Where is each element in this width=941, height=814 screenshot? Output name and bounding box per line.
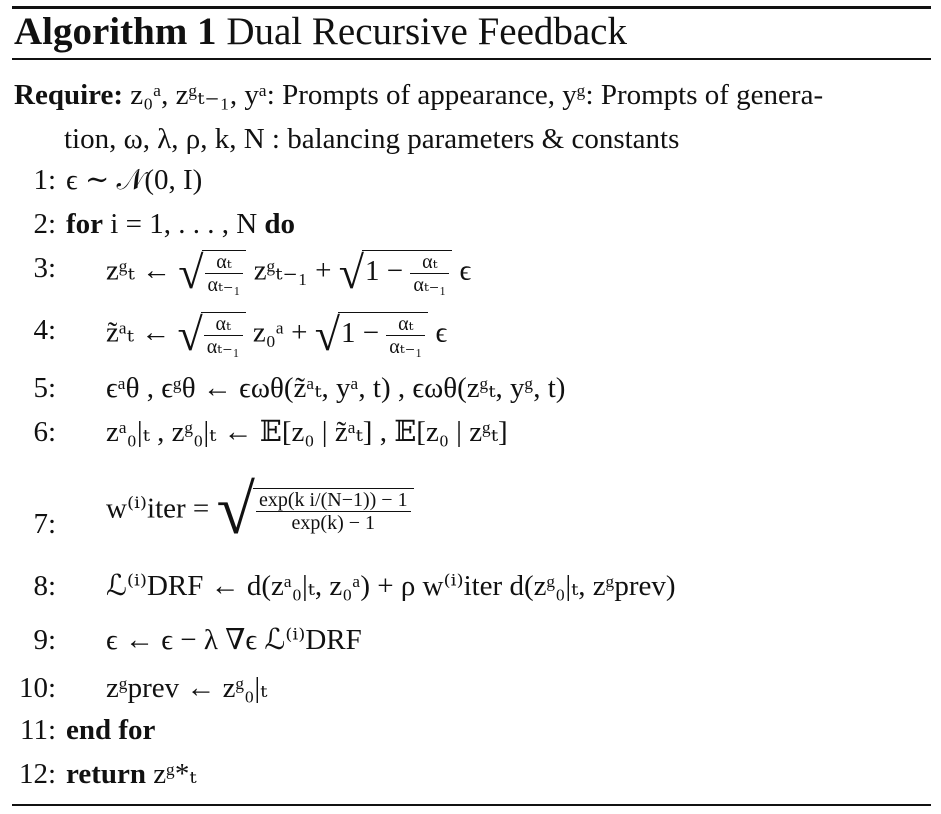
return-value: zᵍ*ₜ: [153, 758, 197, 790]
step-number: 4:: [33, 314, 56, 346]
step-number: 11:: [20, 714, 56, 746]
frac-numerator: αₜ: [216, 251, 232, 273]
loop-range: i = 1, . . . , N: [110, 208, 258, 240]
step-number: 3:: [33, 252, 56, 284]
step-number: 6:: [33, 416, 56, 448]
require-block: Require: z₀ᵃ, zᵍₜ₋₁, yᵃ: Prompts of appe…: [14, 73, 934, 161]
algorithm-name: Dual Recursive Feedback: [226, 10, 627, 53]
step-text: return zᵍ*ₜ: [66, 756, 197, 792]
header-rule: [12, 58, 931, 60]
step-number: 10:: [18, 672, 56, 704]
step-text: zᵃ₀|ₜ , zᵍ₀|ₜ ← 𝔼[z₀ | z̃ᵃₜ] , 𝔼[z₀ | zᵍ…: [106, 416, 508, 448]
frac-denominator: αₜ₋₁: [203, 335, 243, 358]
frac-denominator: αₜ₋₁: [386, 335, 426, 358]
step-number: 12:: [18, 758, 56, 790]
step-number: 8:: [33, 570, 56, 602]
do-keyword: do: [264, 208, 296, 240]
step-number: 9:: [33, 624, 56, 656]
bottom-rule: [12, 804, 931, 806]
step-text: for i = 1, . . . , N do: [66, 206, 295, 242]
lhs: w⁽ⁱ⁾iter =: [106, 492, 210, 525]
step-number: 2:: [33, 208, 56, 240]
frac-numerator: αₜ: [215, 313, 231, 335]
step-number: 1:: [33, 164, 56, 196]
top-rule: [12, 6, 931, 9]
frac-numerator: exp(k i/(N−1)) − 1: [258, 489, 408, 511]
lhs: z̃ᵃₜ ←: [106, 316, 171, 349]
step-number: 5:: [33, 372, 56, 404]
frac-denominator: exp(k) − 1: [255, 511, 411, 534]
frac-numerator: αₜ: [422, 251, 438, 273]
mid-term: z₀ᵃ +: [252, 316, 315, 349]
step-number: 7:: [33, 508, 56, 540]
frac-denominator: αₜ₋₁: [410, 273, 450, 296]
return-keyword: return: [66, 758, 147, 790]
tail: ϵ: [459, 254, 472, 287]
require-keyword: Require:: [14, 79, 124, 111]
require-text-line1: z₀ᵃ, zᵍₜ₋₁, yᵃ: Prompts of appearance, y…: [130, 79, 824, 111]
algorithm-label: Algorithm 1: [14, 10, 217, 53]
step-text: ℒ⁽ⁱ⁾DRF ← d(zᵃ₀|ₜ, z₀ᵃ) + ρ w⁽ⁱ⁾iter d(z…: [106, 570, 676, 602]
end-for-keyword: end for: [66, 714, 156, 746]
sqrt-sign: √: [177, 309, 203, 360]
frac-numerator: αₜ: [398, 313, 414, 335]
step-text: ϵ ∼ 𝒩(0, I): [66, 164, 203, 196]
step-text: end for: [66, 712, 155, 748]
step-text: ϵᵃθ , ϵᵍθ ← ϵωθ(z̃ᵃₜ, yᵃ, t) , ϵωθ(zᵍₜ, …: [106, 372, 566, 404]
step-text: zᵍprev ← zᵍ₀|ₜ: [106, 672, 268, 704]
sqrt-sign: √: [338, 247, 364, 298]
require-text-line2: tion, ω, λ, ρ, k, N : balancing paramete…: [64, 123, 680, 155]
for-keyword: for: [66, 208, 104, 240]
one-minus: 1 −: [364, 255, 404, 288]
mid-term: zᵍₜ₋₁ +: [253, 254, 339, 287]
one-minus: 1 −: [340, 317, 380, 350]
sqrt-sign: √: [216, 472, 255, 549]
sqrt-sign: √: [314, 309, 340, 360]
algorithm-title: Algorithm 1 Dual Recursive Feedback: [14, 10, 627, 54]
frac-denominator: αₜ₋₁: [204, 273, 244, 296]
tail: ϵ: [435, 316, 448, 349]
sqrt-sign: √: [178, 247, 204, 298]
lhs: zᵍₜ ←: [106, 254, 171, 287]
step-text: ϵ ← ϵ − λ ∇ϵ ℒ⁽ⁱ⁾DRF: [106, 624, 362, 656]
